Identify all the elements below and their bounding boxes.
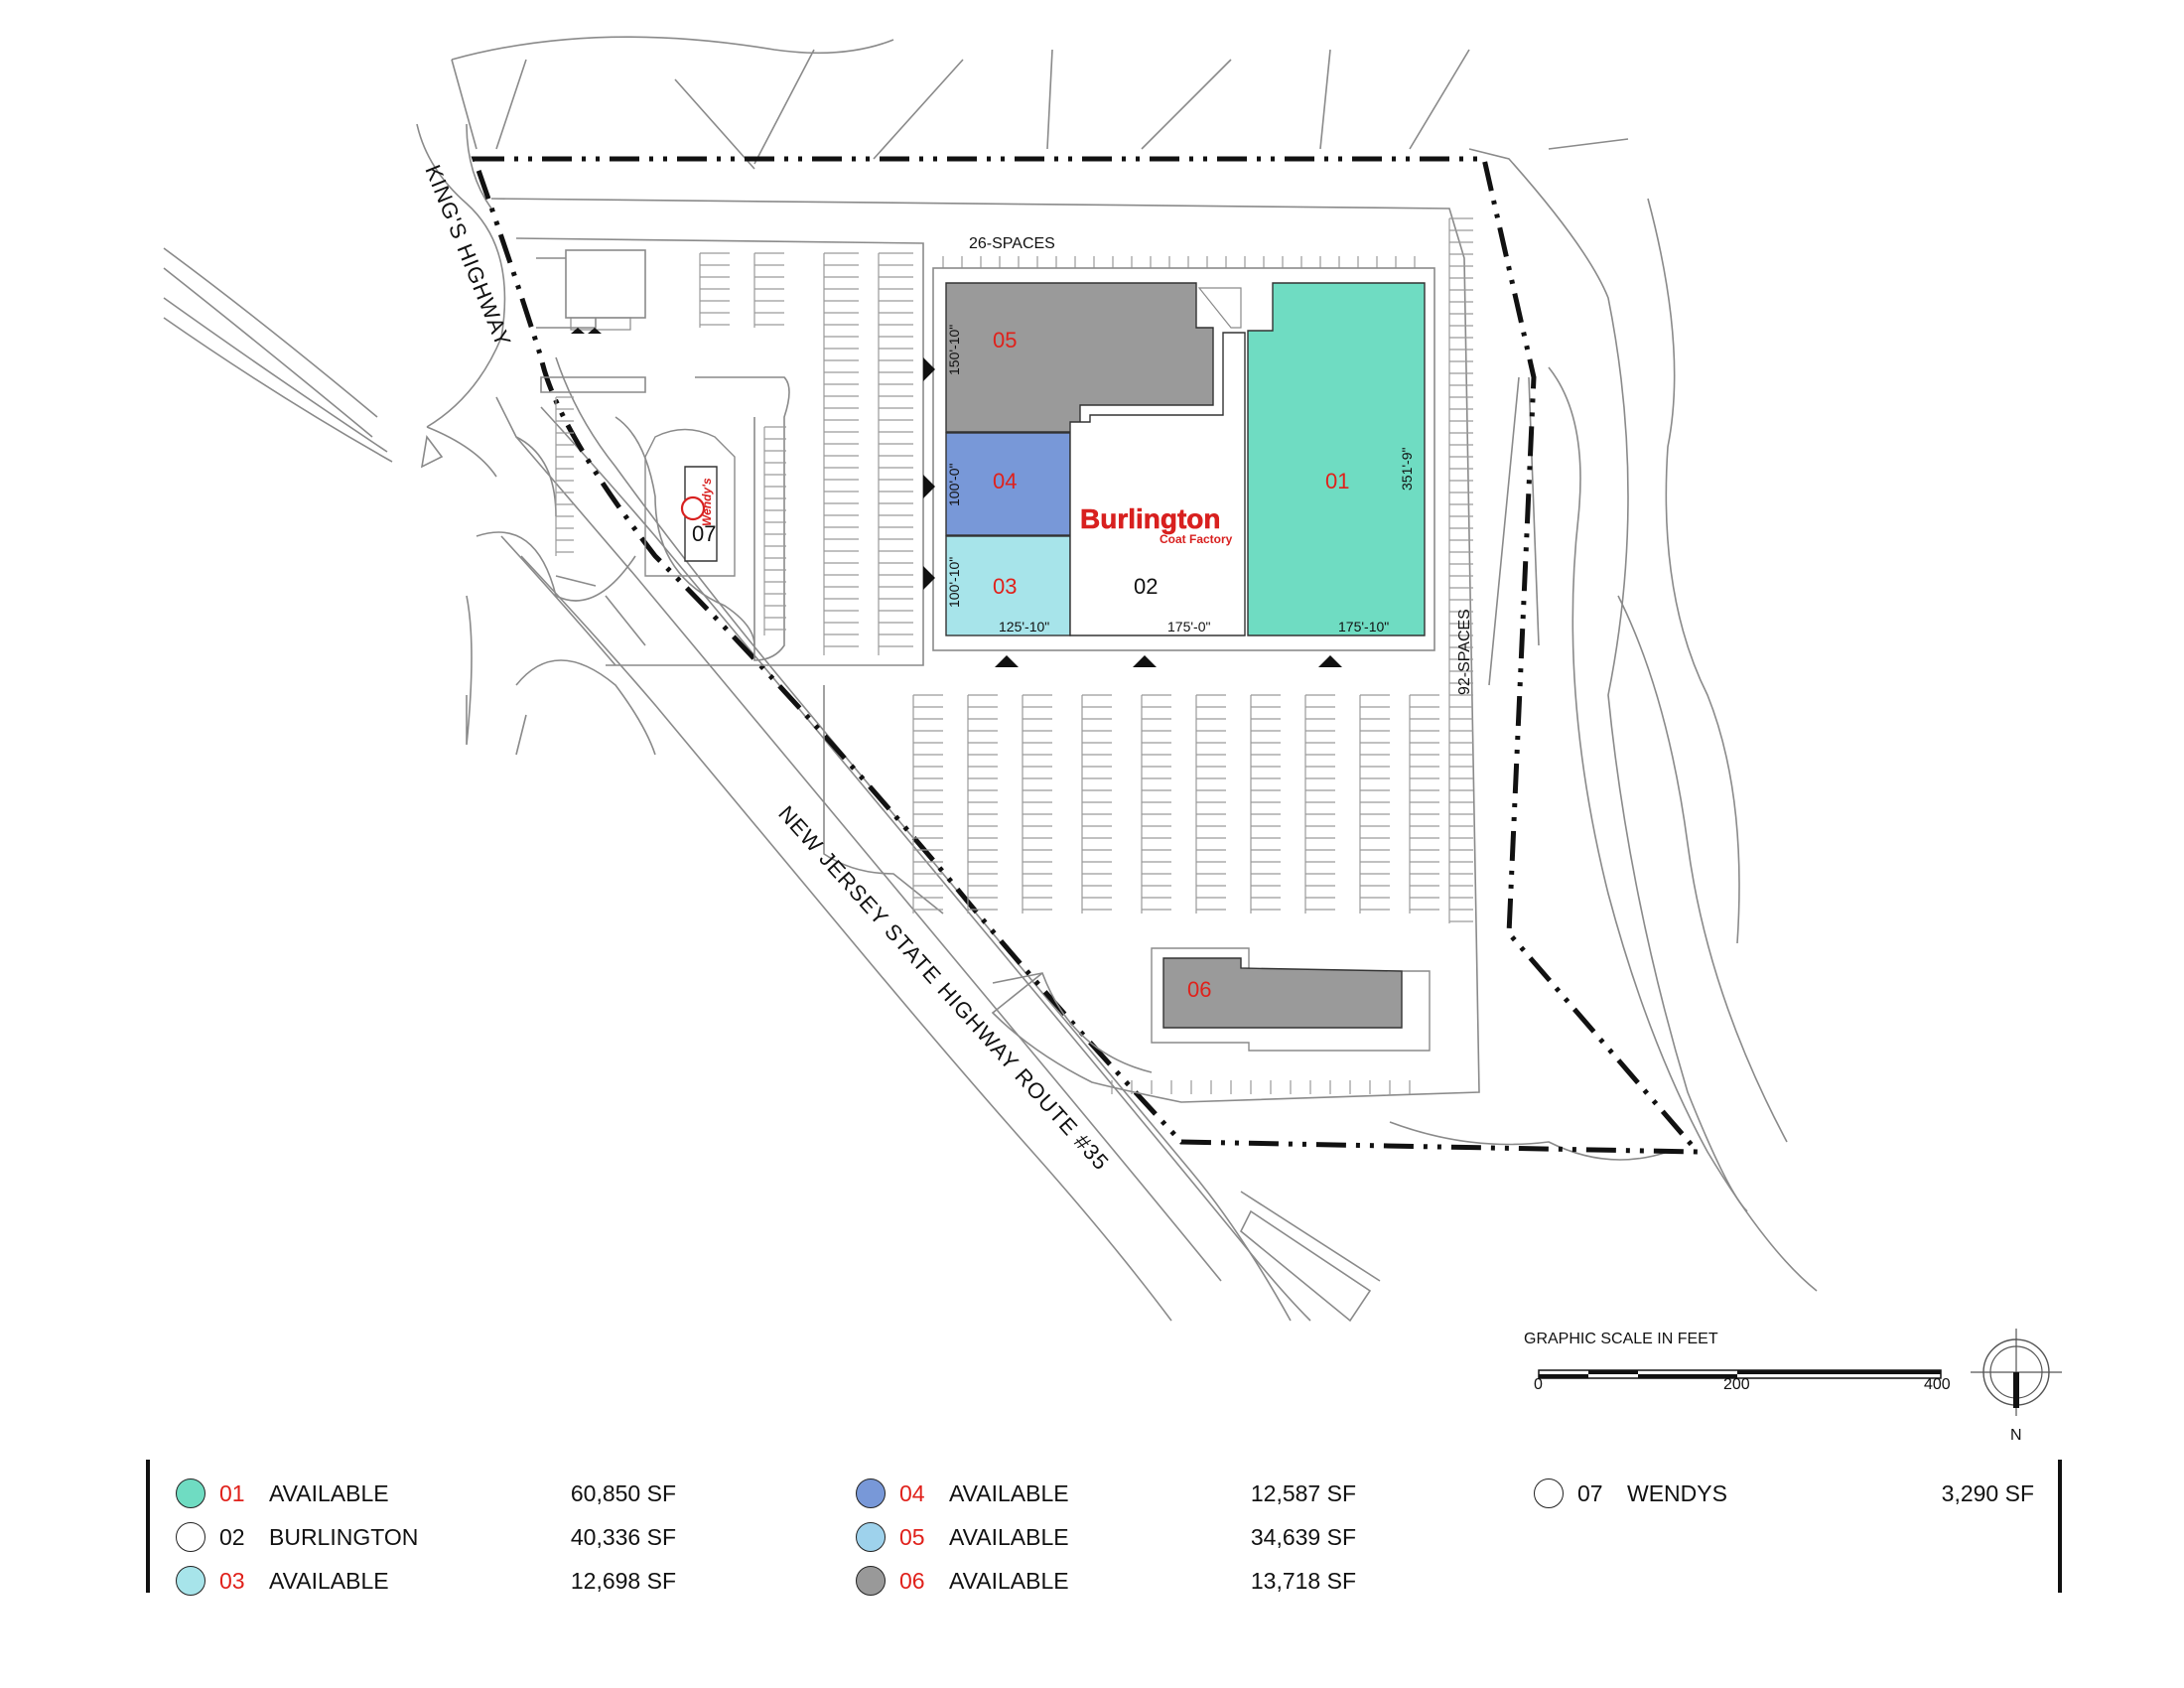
dim-05-depth: 150'-10" [946, 325, 962, 375]
kings-highway-label: KING'S HIGHWAY [420, 162, 515, 352]
burlington-logo: Burlington Coat Factory [1080, 503, 1233, 546]
parking-outlines [490, 198, 1480, 1103]
shopping-center: 01 02 03 04 05 Burlington Coat Factory 1… [932, 267, 1435, 651]
route-35-label: NEW JERSEY STATE HIGHWAY ROUTE #35 [773, 801, 1114, 1176]
dim-01-depth: 351'-9" [1399, 448, 1415, 491]
pad-building-nw [565, 249, 646, 334]
dim-03-depth: 100'-10" [946, 557, 962, 608]
north-arrow-icon: N [1971, 1329, 2062, 1444]
unit-07-number: 07 [692, 521, 716, 546]
outparcel-07: Wendy's 07 [644, 428, 736, 577]
context-linework [451, 36, 1818, 1292]
unit-06[interactable] [1162, 957, 1403, 1029]
svg-text:Coat Factory: Coat Factory [1160, 532, 1233, 546]
parking-stalls [555, 217, 1473, 1094]
svg-text:Burlington: Burlington [1080, 503, 1221, 534]
scale-tick-400: 400 [1924, 1376, 1951, 1393]
dim-width-mid: 175'-0" [1167, 619, 1210, 634]
unit-02-number: 02 [1134, 574, 1158, 599]
dim-width-right: 175'-10" [1338, 619, 1389, 634]
unit-01[interactable] [1247, 282, 1426, 636]
scale-tick-200: 200 [1723, 1376, 1750, 1393]
unit-03-number: 03 [993, 574, 1017, 599]
unit-05-number: 05 [993, 328, 1017, 352]
spaces-top-label: 26-SPACES [969, 235, 1055, 252]
north-label: N [2010, 1427, 2022, 1444]
wendys-logo-text: Wendy's [700, 478, 714, 526]
unit-05[interactable] [945, 282, 1214, 433]
scale-title: GRAPHIC SCALE IN FEET [1524, 1331, 1718, 1347]
dim-width-left: 125'-10" [999, 619, 1049, 634]
dim-04-depth: 100'-0" [946, 464, 962, 506]
unit-01-number: 01 [1325, 469, 1349, 493]
unit-06-number: 06 [1187, 977, 1211, 1002]
wendys-logo [680, 495, 706, 521]
property-boundary [471, 156, 1704, 1155]
graphic-scale [1538, 1369, 1942, 1379]
spaces-right-label: 92-SPACES [1456, 609, 1473, 695]
outparcel-06: 06 [1151, 947, 1431, 1052]
entry-arrows [923, 357, 1342, 667]
scale-tick-0: 0 [1534, 1376, 1543, 1393]
unit-04[interactable] [945, 432, 1071, 536]
unit-02[interactable] [1069, 332, 1246, 636]
unit-04-number: 04 [993, 469, 1017, 493]
